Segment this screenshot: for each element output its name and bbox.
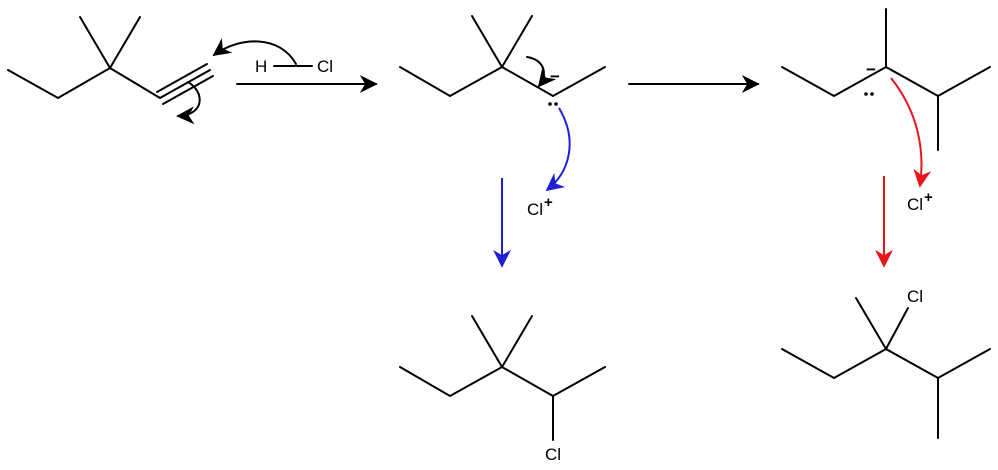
hcl-reagent: H Cl [255,57,333,76]
electrophile-charge-right: + [924,189,933,206]
triple-bond-upper [156,63,208,93]
methyl-shift-arrow [526,56,557,88]
red-attack-arrow [890,77,932,188]
methyl-bond-right [109,16,141,69]
product2-cl-label: Cl [907,287,923,306]
lone-pair-dot [870,92,874,96]
electrophile-cl-right: Cl [907,195,923,214]
methyl-bond-left [79,16,111,69]
electrophile-charge-left: + [544,194,553,211]
alkyne-chain-bonds [7,66,161,100]
starting-alkyne [7,16,297,125]
product1-methyl-right [501,315,533,368]
blue-attack-arrow [545,107,571,192]
lone-pair-dot [864,92,868,96]
triple-bond-center [159,69,211,99]
lone-pair-dot [554,102,558,106]
triple-bond-lower [162,75,214,105]
unrearranged-product: Cl [399,315,606,464]
carbanion-intermediate: − Cl + [399,15,606,219]
intermediate-chain-bonds [399,65,606,98]
product2-chain-bonds [781,347,991,380]
electrophile-cl-left: Cl [527,200,543,219]
rearranged-product: Cl [781,287,991,439]
int1-methyl-right [501,15,533,68]
int1-methyl-left [471,15,503,68]
rearranged-chain-bonds [781,65,991,98]
rearranged-charge: − [866,60,876,79]
product1-chain-bonds [399,365,606,398]
lone-pair-dot [548,102,552,106]
product2-c-cl-bond [885,307,909,350]
reagent-h-label: H [255,57,267,76]
product1-cl-label: Cl [545,445,561,464]
carbanion-charge: − [550,67,560,86]
reagent-cl-label: Cl [317,57,333,76]
rearranged-intermediate: − Cl + [781,8,991,214]
hcl-curved-arrow [212,38,297,65]
product1-methyl-left [471,315,503,368]
product2-methyl-left [855,297,887,350]
pi-bond-curved-arrow [176,81,201,125]
